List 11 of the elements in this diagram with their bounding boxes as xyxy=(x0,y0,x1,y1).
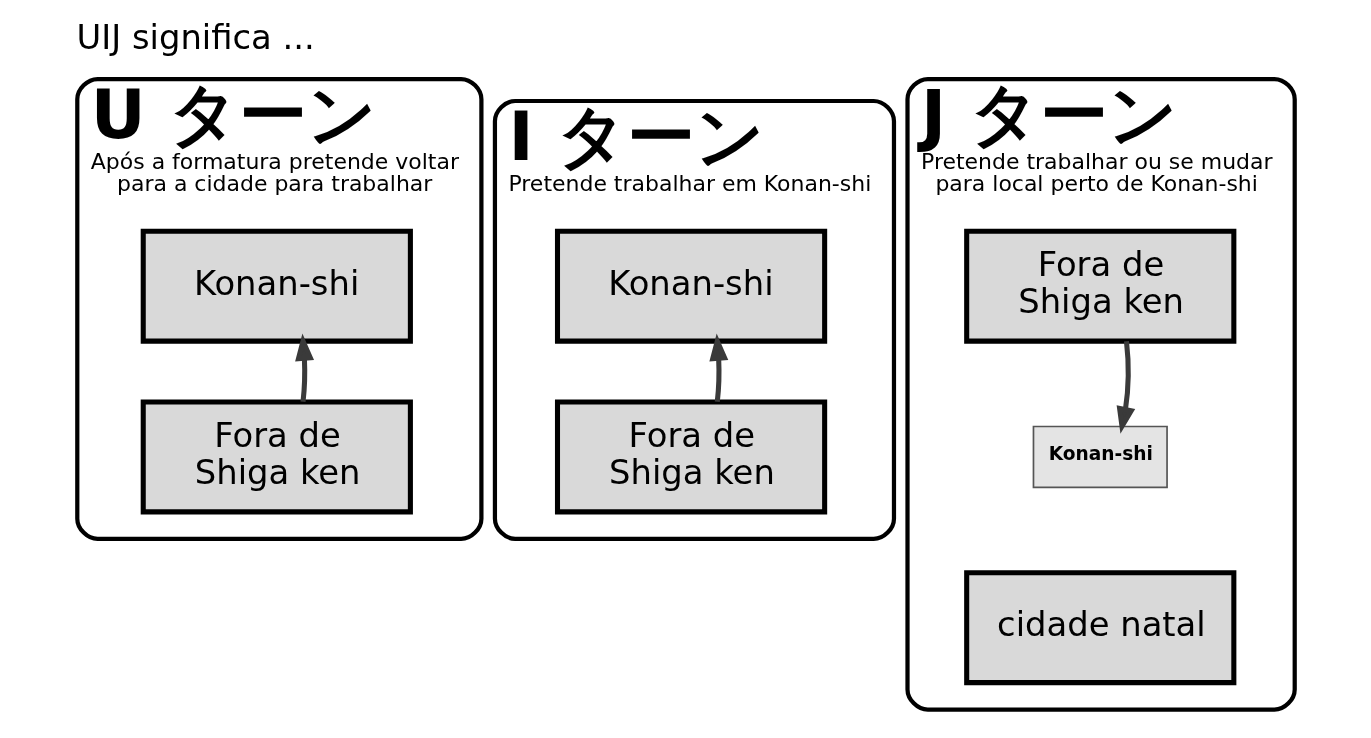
node-box: Konan-shi xyxy=(554,228,827,344)
arrow xyxy=(294,333,314,402)
diagram-title: UIJ significa ... xyxy=(76,17,315,57)
node-box: cidade natal xyxy=(963,570,1236,686)
node-box: Konan-shi xyxy=(1032,425,1168,489)
arrow xyxy=(1116,341,1135,434)
node-box: Fora de Shiga ken xyxy=(963,228,1236,344)
node-box: Fora de Shiga ken xyxy=(140,399,413,515)
arrow xyxy=(708,333,728,402)
node-box: Fora de Shiga ken xyxy=(554,399,827,515)
node-box: Konan-shi xyxy=(140,228,413,344)
